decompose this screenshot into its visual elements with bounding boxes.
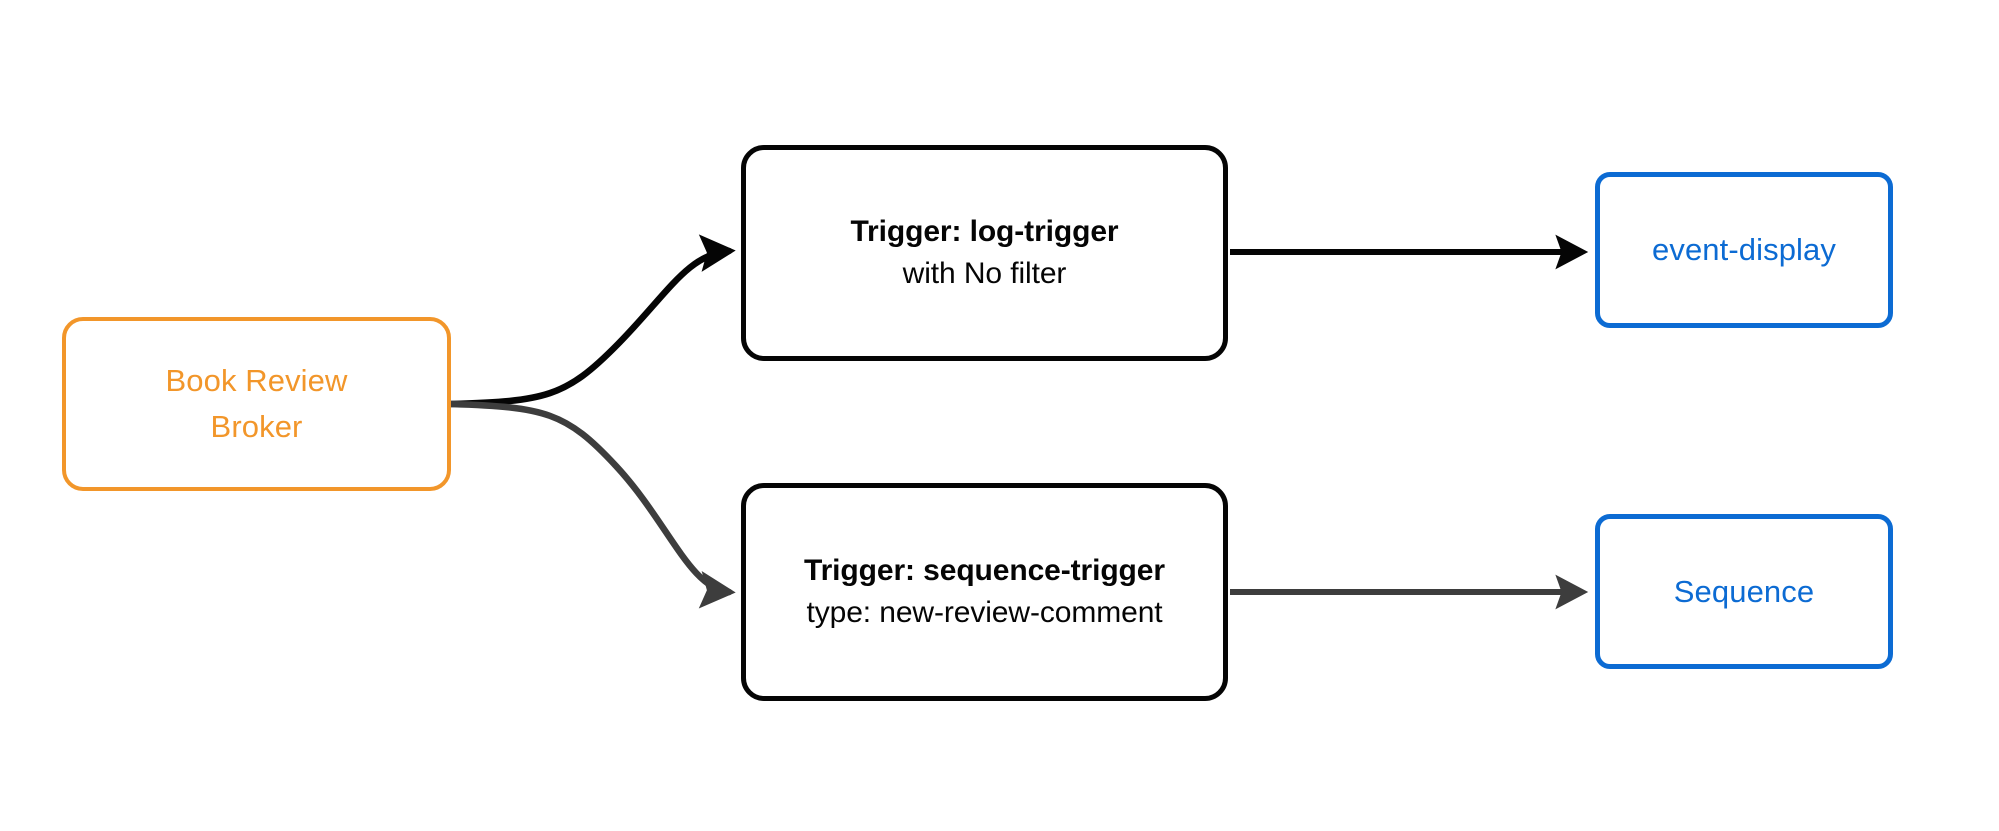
node-trigger-sequence-trigger[interactable]: Trigger: sequence-trigger type: new-revi…	[741, 483, 1228, 701]
node-event-display[interactable]: event-display	[1595, 172, 1893, 328]
trigger-log-title: Trigger: log-trigger	[850, 215, 1119, 248]
node-trigger-log-trigger[interactable]: Trigger: log-trigger with No filter	[741, 145, 1228, 361]
node-sequence[interactable]: Sequence	[1595, 514, 1893, 669]
broker-label-line2: Broker	[210, 409, 303, 444]
sink-event-display-label: event-display	[1652, 232, 1836, 267]
trigger-sequence-title: Trigger: sequence-trigger	[804, 554, 1165, 587]
trigger-log-subtitle: with No filter	[902, 257, 1067, 290]
trigger-sequence-subtitle: type: new-review-comment	[806, 596, 1163, 629]
node-book-review-broker[interactable]: Book Review Broker	[62, 317, 451, 491]
broker-label-line1: Book Review	[165, 363, 348, 399]
edge-broker-to-sequence-trigger	[447, 400, 736, 609]
edge-broker-to-log-trigger	[447, 234, 736, 408]
sink-sequence-label: Sequence	[1673, 573, 1815, 609]
